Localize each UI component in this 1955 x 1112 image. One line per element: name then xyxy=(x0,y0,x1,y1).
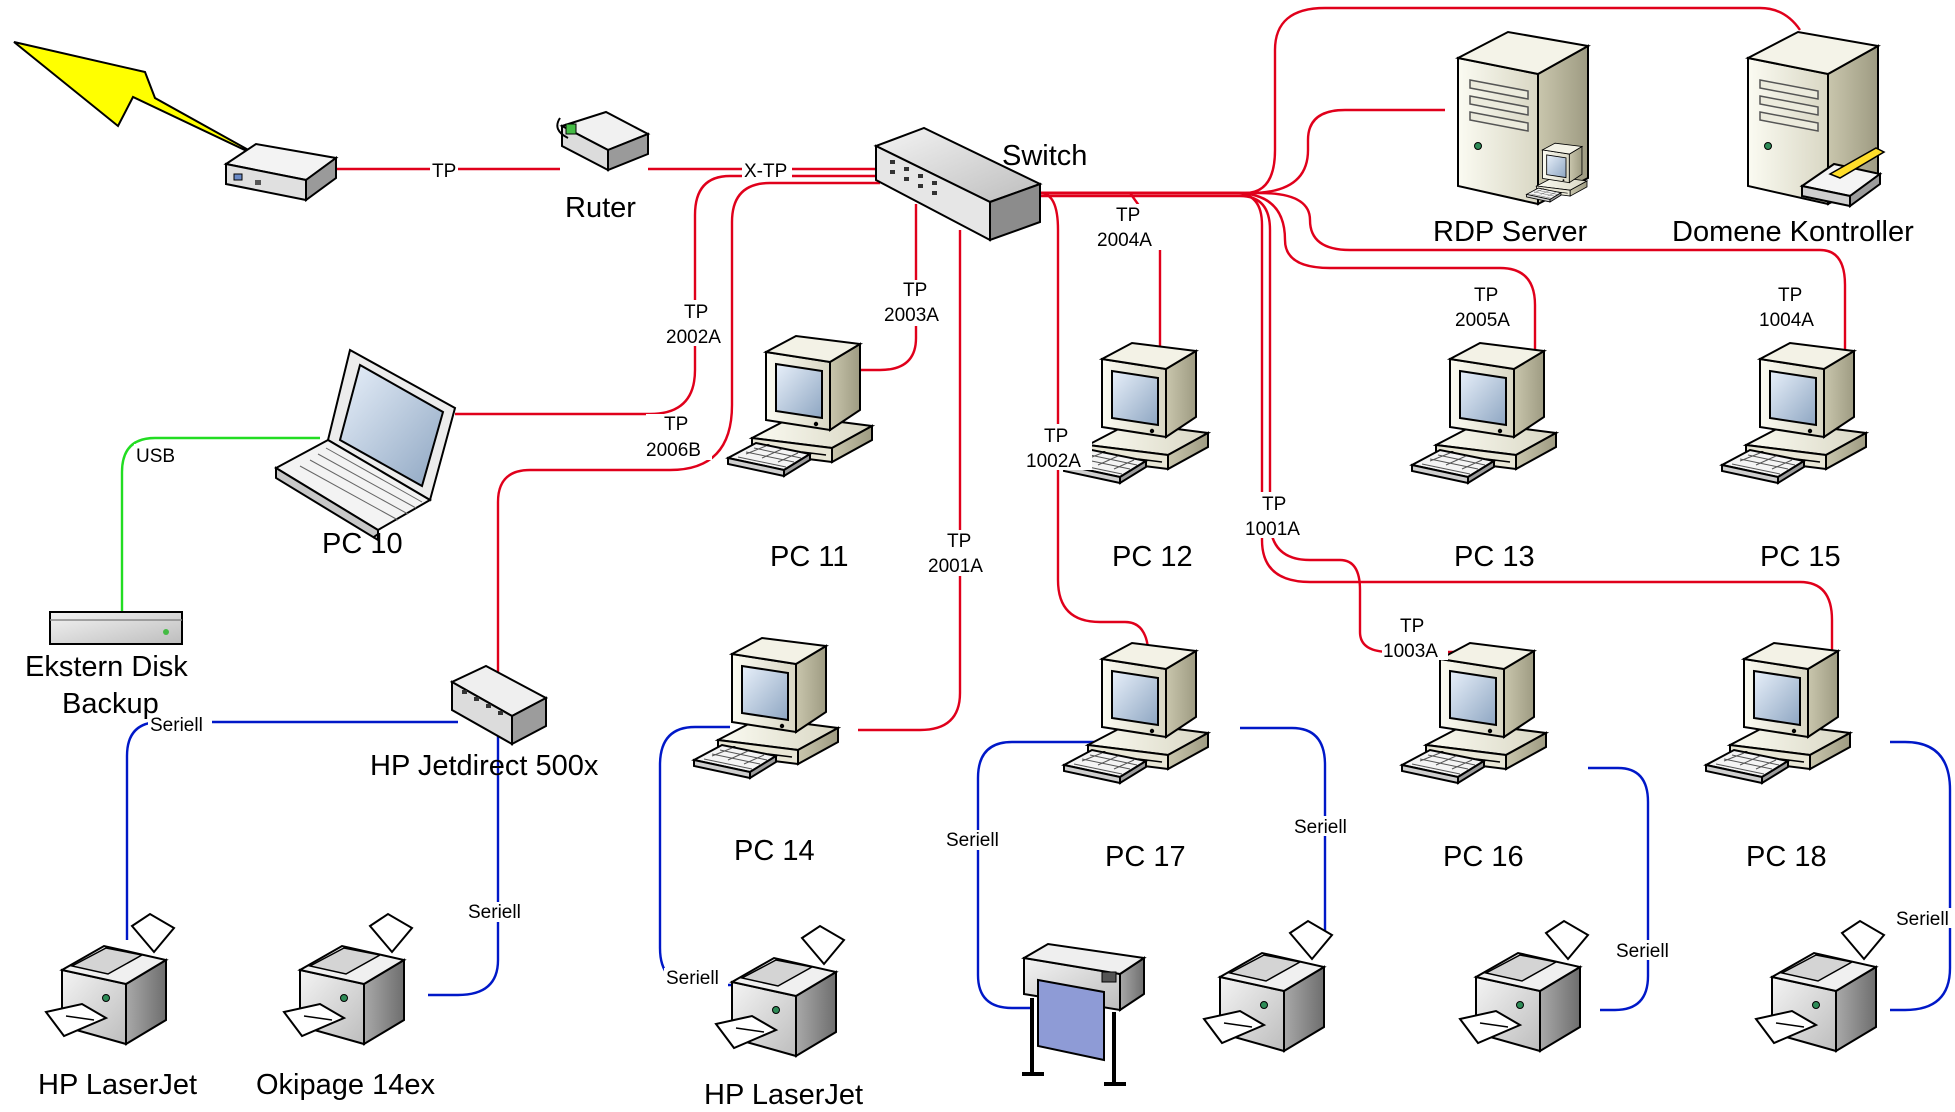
pc-18-label: PC 18 xyxy=(1746,841,1827,873)
cable-labels: TP X-TP TP 2002A TP 2006B TP 2003A TP 20… xyxy=(134,160,1955,989)
link-label-tp-2003a: TP xyxy=(903,280,927,301)
link-label-usb: USB xyxy=(136,446,175,467)
printer-laserjet-center-label: HP LaserJet xyxy=(704,1079,863,1111)
pc-17-label: PC 17 xyxy=(1105,841,1186,873)
external-disk-label: Ekstern Disk xyxy=(25,651,188,683)
pc-11-label: PC 11 xyxy=(770,541,848,573)
plotter-icon xyxy=(1020,942,1146,1086)
link-label-tp-1001a: TP xyxy=(1262,494,1286,515)
lightning-icon xyxy=(13,41,271,163)
router-icon xyxy=(556,110,651,172)
link-label-tp-2004a: TP xyxy=(1116,205,1140,226)
pc-14-label: PC 14 xyxy=(734,835,815,867)
pc-16-label: PC 16 xyxy=(1443,841,1524,873)
link-label-serial-7: Seriell xyxy=(1896,909,1949,930)
link-label-xtp: X-TP xyxy=(744,161,787,182)
serial-cables xyxy=(125,720,1952,1012)
switch-label: Switch xyxy=(1002,140,1087,172)
wireless-modem-icon xyxy=(13,41,339,202)
cable-2006b xyxy=(496,181,880,688)
device-labels: Ruter Switch RDP Server Domene Kontrolle… xyxy=(25,140,1914,1111)
link-label-tp-1004a: TP xyxy=(1778,285,1802,306)
link-label-tp-2006b: TP xyxy=(664,414,688,435)
link-label-2005a: 2005A xyxy=(1455,310,1510,331)
printer-laserjet-left-label: HP LaserJet xyxy=(38,1069,197,1101)
pc-10-label: PC 10 xyxy=(322,528,403,560)
link-label-2004a: 2004A xyxy=(1097,230,1152,251)
cable-2003a xyxy=(845,204,918,372)
pc-18-icon xyxy=(1705,642,1851,784)
pc-11-icon xyxy=(727,335,873,477)
usb-cable xyxy=(120,436,320,612)
link-label-2001a: 2001A xyxy=(928,556,983,577)
external-disk-icon xyxy=(49,611,183,645)
cable-2002a xyxy=(455,174,880,416)
pc-15-label: PC 15 xyxy=(1760,541,1841,573)
link-label-tp-2002a: TP xyxy=(684,302,708,323)
tape-drive-icon xyxy=(1799,147,1886,208)
link-label-tp-2001a: TP xyxy=(947,531,971,552)
link-label-serial-4: Seriell xyxy=(946,830,999,851)
domain-controller-label: Domene Kontroller xyxy=(1672,216,1914,248)
link-label-1004a: 1004A xyxy=(1759,310,1814,331)
pc-17-icon xyxy=(1063,642,1209,784)
router-label: Ruter xyxy=(565,192,636,224)
external-disk-label-2: Backup xyxy=(62,688,159,720)
printer-laserjet-left-icon xyxy=(45,913,175,1045)
link-label-1003a: 1003A xyxy=(1383,641,1438,662)
link-label-tp-modem: TP xyxy=(432,161,456,182)
pc-16-icon xyxy=(1401,642,1547,784)
cable-2001a xyxy=(858,230,962,732)
cable-serial-pc18-printer xyxy=(1890,740,1952,1012)
link-label-serial-2: Seriell xyxy=(468,902,521,923)
switch-icon xyxy=(873,126,1043,242)
cable-to-rdp xyxy=(1010,108,1445,195)
link-label-tp-1003a: TP xyxy=(1400,616,1424,637)
rdp-server-label: RDP Server xyxy=(1433,216,1588,248)
pc-14-icon xyxy=(693,637,839,779)
cable-1004a xyxy=(1020,191,1847,370)
cable-serial-pc16-printer xyxy=(1588,766,1650,1012)
link-label-tp-2005a: TP xyxy=(1474,285,1498,306)
print-server-icon xyxy=(449,664,549,746)
link-label-serial-5: Seriell xyxy=(1294,817,1347,838)
cable-1001a xyxy=(1020,191,1834,652)
link-label-serial-6: Seriell xyxy=(1616,941,1669,962)
printer-pc18-icon xyxy=(1755,920,1885,1052)
cable-to-dc xyxy=(1015,6,1801,195)
link-label-2006b: 2006B xyxy=(646,440,701,461)
printer-laserjet-center-icon xyxy=(715,925,845,1057)
laptop-icon xyxy=(273,348,457,542)
link-label-serial-1: Seriell xyxy=(150,715,203,736)
printer-okipage-label: Okipage 14ex xyxy=(256,1069,435,1101)
printer-pc16-icon xyxy=(1459,920,1589,1052)
cable-serial-pc17-printer xyxy=(1240,726,1327,932)
pc-13-label: PC 13 xyxy=(1454,541,1535,573)
cable-serial-jetdirect-okipage xyxy=(428,722,500,997)
cable-2005a xyxy=(1020,191,1537,352)
pc-12-label: PC 12 xyxy=(1112,541,1193,573)
tp-cables xyxy=(328,6,1847,732)
link-label-1002a: 1002A xyxy=(1026,451,1081,472)
cable-1003a xyxy=(1020,194,1485,654)
link-label-serial-3: Seriell xyxy=(666,968,719,989)
printer-pc17-icon xyxy=(1203,920,1333,1052)
pc-13-icon xyxy=(1411,342,1557,484)
pc-15-icon xyxy=(1721,342,1867,484)
link-label-tp-1002a: TP xyxy=(1044,426,1068,447)
jetdirect-label: HP Jetdirect 500x xyxy=(370,750,599,782)
cable-1002a xyxy=(1020,191,1150,649)
printer-okipage-icon xyxy=(283,913,413,1045)
cable-serial-pc17-plotter xyxy=(976,740,1098,1010)
link-label-2002a: 2002A xyxy=(666,327,721,348)
link-label-2003a: 2003A xyxy=(884,305,939,326)
link-label-1001a: 1001A xyxy=(1245,519,1300,540)
